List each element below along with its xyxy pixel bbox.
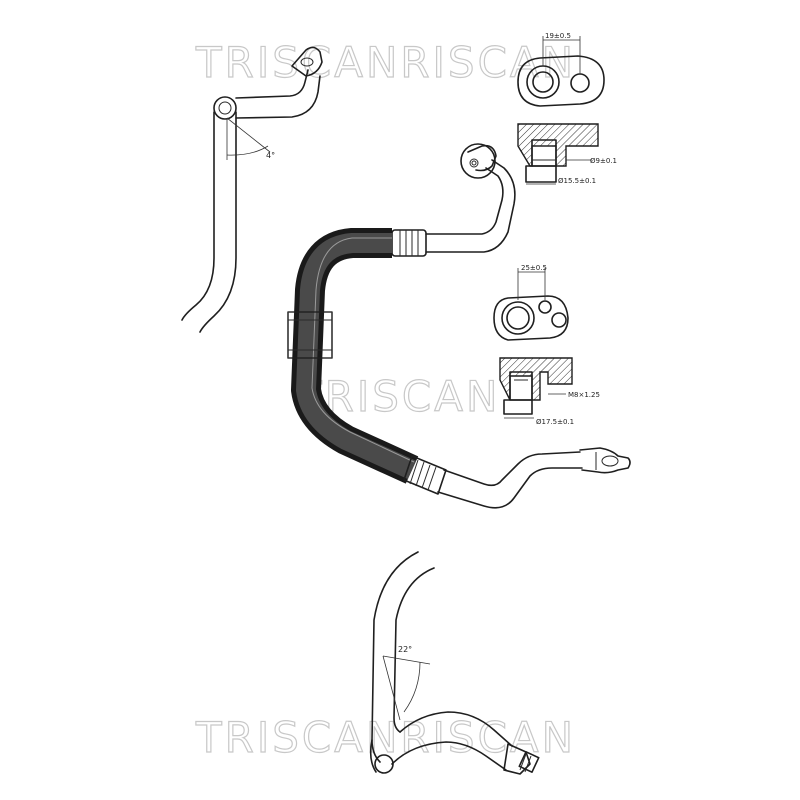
angle-label-top: 4° bbox=[266, 151, 275, 160]
dim-top-bore: Ø9±0.1 bbox=[590, 157, 617, 165]
top-fitting-front-view: 19±0.5 bbox=[517, 32, 605, 107]
angle-label-bottom: 22° bbox=[398, 645, 412, 654]
bottom-side-view: 22° bbox=[369, 551, 540, 775]
middle-fitting-front-view: 25±0.5 bbox=[493, 264, 569, 341]
dim-mid-outer: Ø17.5±0.1 bbox=[536, 418, 574, 426]
watermark-top: TRISCANRISCAN bbox=[195, 38, 576, 87]
dim-top-width: 19±0.5 bbox=[545, 32, 571, 40]
middle-fitting-section-view: M8×1.25 Ø17.5±0.1 bbox=[499, 357, 600, 426]
dim-top-outer: Ø15.5±0.1 bbox=[558, 177, 596, 185]
top-fitting-section-view: Ø9±0.1 Ø15.5±0.1 bbox=[517, 123, 617, 185]
dim-mid-width: 25±0.5 bbox=[521, 264, 547, 272]
main-hose-assembly bbox=[287, 143, 631, 509]
top-left-side-view: 4° bbox=[181, 46, 323, 333]
dim-mid-thread: M8×1.25 bbox=[568, 391, 600, 399]
